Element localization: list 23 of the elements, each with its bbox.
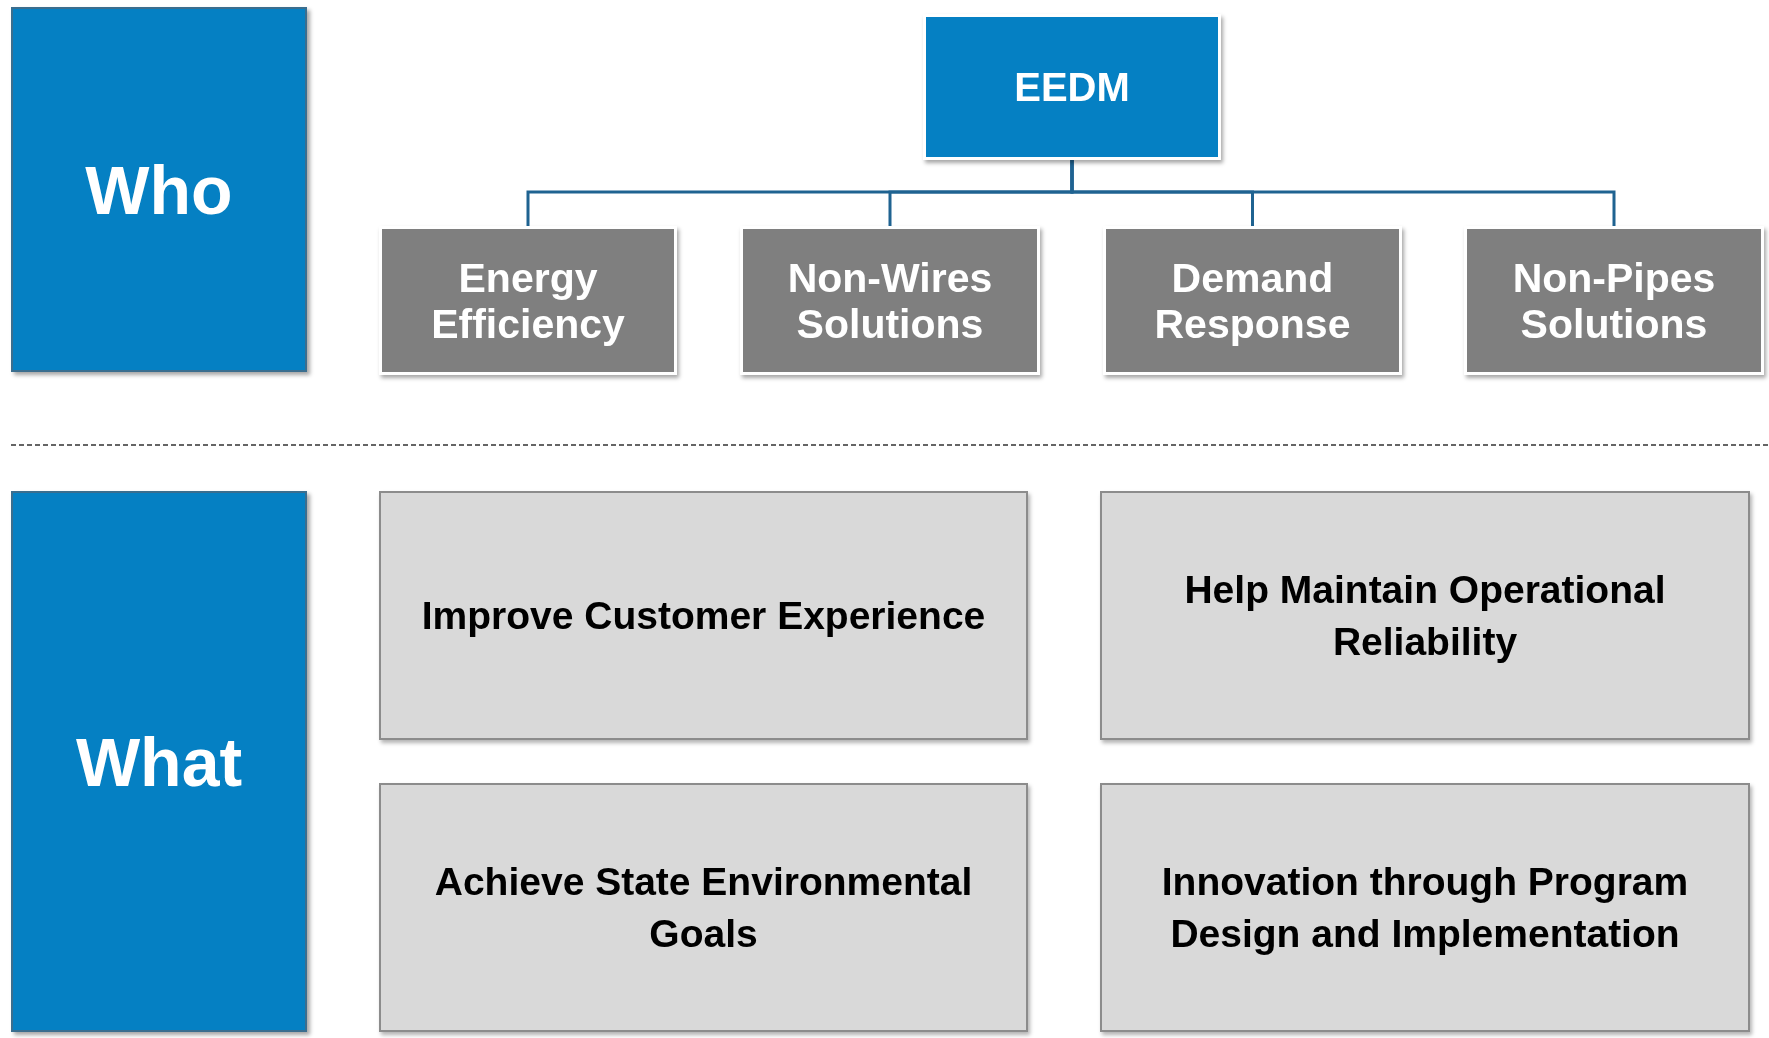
category-label: What (75, 722, 243, 802)
goal-text: Achieve State Environmental Goals (433, 858, 974, 957)
category-panel (11, 491, 307, 1032)
program-label: Non-Pipes Solutions (1511, 254, 1717, 347)
program-label: Non-Wires Solutions (786, 254, 994, 347)
goal-text: Innovation through Program Design and Implementation (1160, 858, 1690, 957)
goal-box (379, 783, 1028, 1032)
connector-line (1070, 160, 1616, 226)
goal-text: Improve Customer Experience (421, 592, 986, 639)
program-box (1103, 226, 1402, 375)
goal-box (379, 491, 1028, 740)
goal-text: Help Maintain Operational Reliability (1183, 566, 1667, 665)
program-box (379, 226, 677, 375)
org-label: EEDM (1014, 64, 1130, 111)
goal-box (1100, 491, 1750, 740)
category-panel (11, 7, 307, 372)
category-label: Who (85, 150, 233, 230)
org-box (923, 14, 1221, 160)
program-box (740, 226, 1040, 375)
program-label: Energy Efficiency (430, 254, 626, 347)
program-label: Demand Response (1153, 254, 1352, 347)
goal-box (1100, 783, 1750, 1032)
program-box (1464, 226, 1764, 375)
